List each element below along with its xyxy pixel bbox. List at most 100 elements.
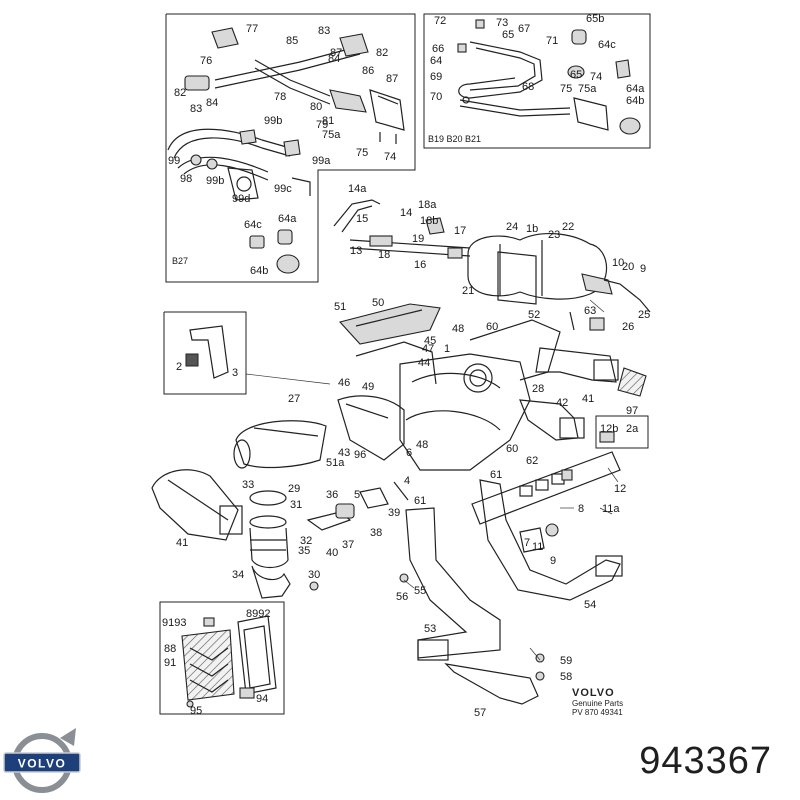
- callout-18b: 18b: [420, 215, 438, 227]
- callout-68: 68: [522, 81, 534, 93]
- callout-12b: 12b: [600, 423, 618, 435]
- callout-7: 7: [524, 537, 530, 549]
- callout-39: 39: [388, 507, 400, 519]
- callout-64c: 64c: [598, 39, 616, 51]
- callout-31: 31: [290, 499, 302, 511]
- callout-64c: 64c: [244, 219, 262, 231]
- callout-75: 75: [560, 83, 572, 95]
- callout-61: 61: [414, 495, 426, 507]
- left-ducts: [151, 420, 327, 541]
- callout-56: 56: [396, 591, 408, 603]
- callout-45: 45: [424, 335, 436, 347]
- callout-40: 40: [326, 547, 338, 559]
- fan-housing: [337, 319, 561, 471]
- callout-59: 59: [560, 655, 572, 667]
- callout-99b: 99b: [264, 115, 282, 127]
- callout-84: 84: [206, 97, 218, 109]
- callout-60: 60: [506, 443, 518, 455]
- callout-9: 9: [640, 263, 646, 275]
- callout-26: 26: [622, 321, 634, 333]
- callout-95: 95: [190, 705, 202, 717]
- callout-46: 46: [338, 377, 350, 389]
- callout-38: 38: [370, 527, 382, 539]
- callout-82: 82: [174, 87, 186, 99]
- callout-57: 57: [474, 707, 486, 719]
- callout-20: 20: [622, 261, 634, 273]
- callout-5: 5: [354, 489, 360, 501]
- callout-41: 41: [176, 537, 188, 549]
- callout-55: 55: [414, 585, 426, 597]
- genuine-parts-block: VOLVO Genuine Parts PV 870 49341: [572, 687, 623, 717]
- callout-69: 69: [430, 71, 442, 83]
- heater-hose-assembly: [333, 199, 471, 259]
- callout-86: 86: [362, 65, 374, 77]
- callout-44: 44: [418, 357, 430, 369]
- callout-13: 13: [350, 245, 362, 257]
- callout-99c: 99c: [274, 183, 292, 195]
- callout-35: 35: [298, 545, 310, 557]
- callout-84: 84: [328, 53, 340, 65]
- callout-74: 74: [384, 151, 396, 163]
- filter-detail-box: [159, 601, 285, 715]
- callout-83: 83: [318, 25, 330, 37]
- callout-33: 33: [242, 479, 254, 491]
- callout-9193: 9193: [162, 617, 186, 629]
- callout-30: 30: [308, 569, 320, 581]
- callout-75a: 75a: [322, 129, 341, 141]
- callout-64a: 64a: [278, 213, 297, 225]
- callout-96: 96: [354, 449, 366, 461]
- floor-ducts: [399, 479, 623, 705]
- callout-79: 79: [316, 119, 328, 131]
- callout-62: 62: [526, 455, 538, 467]
- part-number: 943367: [639, 740, 772, 782]
- callout-2a: 2a: [626, 423, 639, 435]
- callout-34: 34: [232, 569, 244, 581]
- callout-28: 28: [532, 383, 544, 395]
- callout-18: 18: [378, 249, 390, 261]
- heater-core-housing: [467, 233, 613, 305]
- callout-4: 4: [404, 475, 410, 487]
- callout-58: 58: [560, 671, 572, 683]
- callout-74: 74: [590, 71, 602, 83]
- detail-box-b19-b20-b21: B19 B20 B21: [423, 13, 651, 149]
- callout-88: 88: [164, 643, 176, 655]
- callout-22: 22: [562, 221, 574, 233]
- callout-24: 24: [506, 221, 518, 233]
- callout-80: 80: [310, 101, 322, 113]
- callout-21: 21: [462, 285, 474, 297]
- callout-76: 76: [200, 55, 212, 67]
- callout-37: 37: [342, 539, 354, 551]
- callout-65: 65: [502, 29, 514, 41]
- callout-32: 32: [300, 535, 312, 547]
- detail-box-b27: B27: [165, 13, 416, 283]
- callout-64b: 64b: [626, 95, 644, 107]
- volvo-logo: VOLVO: [3, 728, 81, 793]
- callout-16: 16: [414, 259, 426, 271]
- callout-36: 36: [326, 489, 338, 501]
- callout-66: 66: [432, 43, 444, 55]
- callout-99: 99: [168, 155, 180, 167]
- callout-87: 87: [386, 73, 398, 85]
- callout-17: 17: [454, 225, 466, 237]
- callout-61: 61: [490, 469, 502, 481]
- callout-99b: 99b: [206, 175, 224, 187]
- callout-15: 15: [356, 213, 368, 225]
- callout-63: 63: [584, 305, 596, 317]
- callout-50: 50: [372, 297, 384, 309]
- callout-23: 23: [548, 229, 560, 241]
- callout-53: 53: [424, 623, 436, 635]
- leader-lines: [403, 299, 619, 661]
- callout-14a: 14a: [348, 183, 367, 195]
- right-ducts: [519, 347, 649, 449]
- callout-99d: 99d: [232, 193, 250, 205]
- callout-81: 81: [322, 115, 334, 127]
- detail-box-label: B19 B20 B21: [428, 134, 481, 144]
- callout-6: 6: [406, 447, 412, 459]
- callout-9: 9: [550, 555, 556, 567]
- callout-64b: 64b: [250, 265, 268, 277]
- callout-42: 42: [556, 397, 568, 409]
- callout-11: 11: [532, 541, 543, 553]
- callout-14: 14: [400, 207, 412, 219]
- callout-27: 27: [288, 393, 300, 405]
